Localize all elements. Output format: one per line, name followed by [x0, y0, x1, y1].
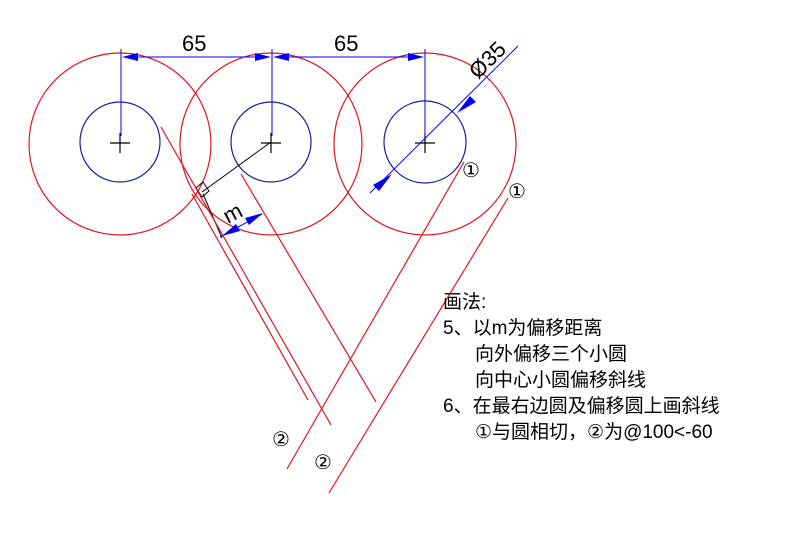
inner-circle-left: [79, 101, 161, 183]
offset-extension-line: [202, 193, 223, 239]
marker-angle-2: ②: [314, 452, 332, 474]
dimension-spacing-left: 65: [182, 31, 206, 56]
marker-tangent-1: ①: [462, 160, 480, 182]
dimension-spacing-right: 65: [334, 31, 358, 56]
marker-angle-1: ②: [272, 429, 290, 451]
notes-step-6-a: ①与圆相切，②为@100<-60: [475, 422, 713, 443]
diameter-label: Ø35: [464, 36, 511, 83]
diameter-dimension-line: [369, 45, 519, 194]
notes-heading: 画法:: [443, 292, 487, 313]
inner-circle-middle: [230, 101, 312, 183]
dimension-arrow: [373, 174, 392, 191]
outer-circle-middle: [179, 52, 363, 236]
dimension-arrow: [457, 96, 476, 113]
outer-circle-left: [28, 52, 212, 236]
dimension-arrow: [122, 53, 138, 61]
notes-step-5: 5、以m为偏移距离: [443, 318, 603, 339]
dimension-arrow: [245, 213, 263, 225]
offset-extension-line: [201, 141, 272, 193]
right-angle-mark: [195, 181, 210, 198]
extension-lines: [120, 49, 426, 136]
marker-tangent-2: ①: [508, 181, 526, 203]
notes-step-5-a: 向外偏移三个小圆: [475, 344, 628, 365]
center-marks: [110, 133, 435, 153]
slanted-lines: [160, 126, 509, 494]
dimension-arrow: [222, 224, 240, 236]
notes-step-6: 6、在最右边圆及偏移圆上画斜线: [443, 396, 720, 417]
drawing-notes: 画法: 5、以m为偏移距离 向外偏移三个小圆 向中心小圆偏移斜线 6、在最右边圆…: [443, 290, 720, 446]
dimension-arrow: [273, 53, 289, 61]
dimension-arrow: [408, 53, 424, 61]
offset-label: m: [219, 198, 247, 229]
dimension-arrow: [255, 53, 271, 61]
notes-step-5-b: 向中心小圆偏移斜线: [475, 370, 647, 391]
